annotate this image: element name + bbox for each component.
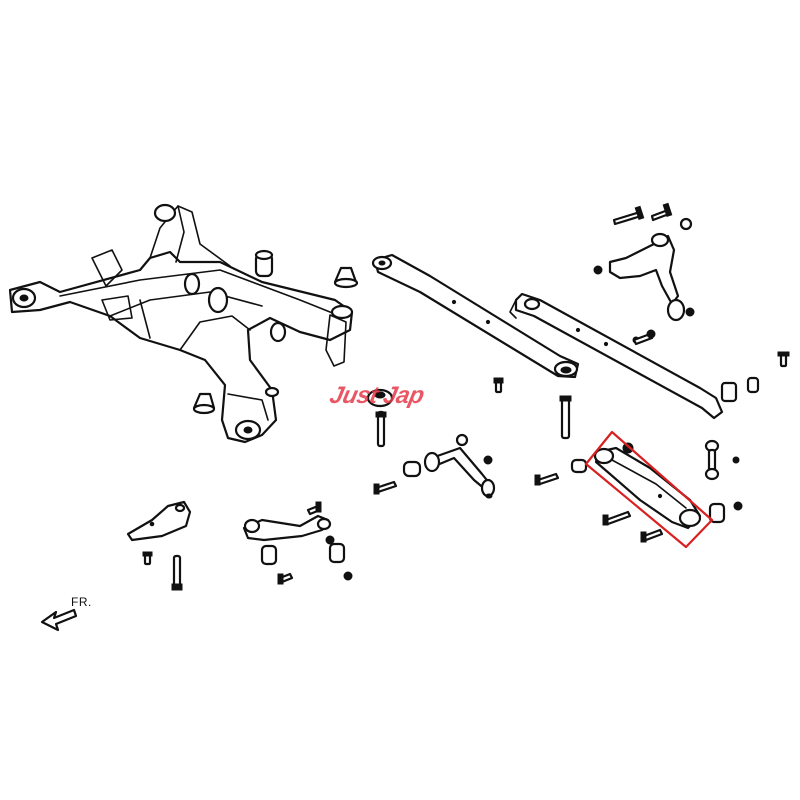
highlight-box	[584, 430, 714, 549]
subframe-mount-bolt	[375, 410, 387, 448]
rear-stabilizer-bar	[509, 292, 760, 420]
trailing-arm-bolt-2	[277, 572, 294, 585]
stabilizer-bushing-bolt	[777, 351, 790, 368]
subframe-mount-cone-lower	[192, 392, 216, 415]
toe-link-bolt	[373, 480, 398, 495]
trailing-arm-nut-2	[343, 571, 353, 581]
trailing-arm-bushing-right	[328, 542, 346, 564]
end-link-nut	[732, 456, 740, 464]
upper-arm-bolt-3	[632, 329, 656, 346]
upper-arm-nut-2	[593, 265, 603, 275]
trailing-link-bracket	[126, 500, 192, 542]
subframe-bushing-upper	[254, 249, 274, 278]
upper-arm-bolt-1	[612, 205, 645, 226]
lower-arm-bushing	[708, 502, 726, 524]
lower-arm-bolt-3	[640, 528, 664, 543]
rear-subframe	[8, 203, 354, 444]
rear-upper-arm	[608, 232, 695, 322]
toe-link-nut-2	[483, 455, 493, 465]
upper-arm-bolt-2	[650, 202, 673, 222]
bracket-bolt-long	[171, 554, 183, 591]
toe-control-link	[423, 446, 496, 499]
bracket-bolt-short	[142, 551, 153, 566]
stabilizer-end-link	[704, 439, 720, 481]
upper-arm-nut	[679, 217, 693, 231]
trailing-arm-bushing-left	[260, 544, 278, 566]
lower-arm-bolt	[534, 472, 560, 486]
lower-arm-washer	[570, 458, 588, 474]
lateral-link-bolt	[493, 377, 504, 394]
front-direction-label: FR.	[71, 595, 92, 609]
subframe-mount-cone	[333, 266, 359, 289]
lower-arm-nut	[733, 501, 743, 511]
lower-arm-bolt-2	[602, 510, 632, 526]
small-washer	[264, 386, 280, 398]
subframe-mount-bushing	[366, 388, 394, 408]
trailing-arm-bolt	[306, 501, 322, 516]
rear-trailing-arm	[242, 514, 332, 542]
long-vertical-bolt	[559, 395, 572, 440]
front-direction-arrow-icon	[40, 608, 78, 632]
rear-lower-lateral-arm	[593, 442, 702, 530]
rear-lateral-link	[371, 253, 580, 379]
toe-link-nut	[455, 433, 469, 447]
watermark-logo: Just Jap	[327, 382, 427, 409]
trailing-arm-nut	[325, 535, 335, 545]
toe-link-bushing	[402, 460, 422, 478]
